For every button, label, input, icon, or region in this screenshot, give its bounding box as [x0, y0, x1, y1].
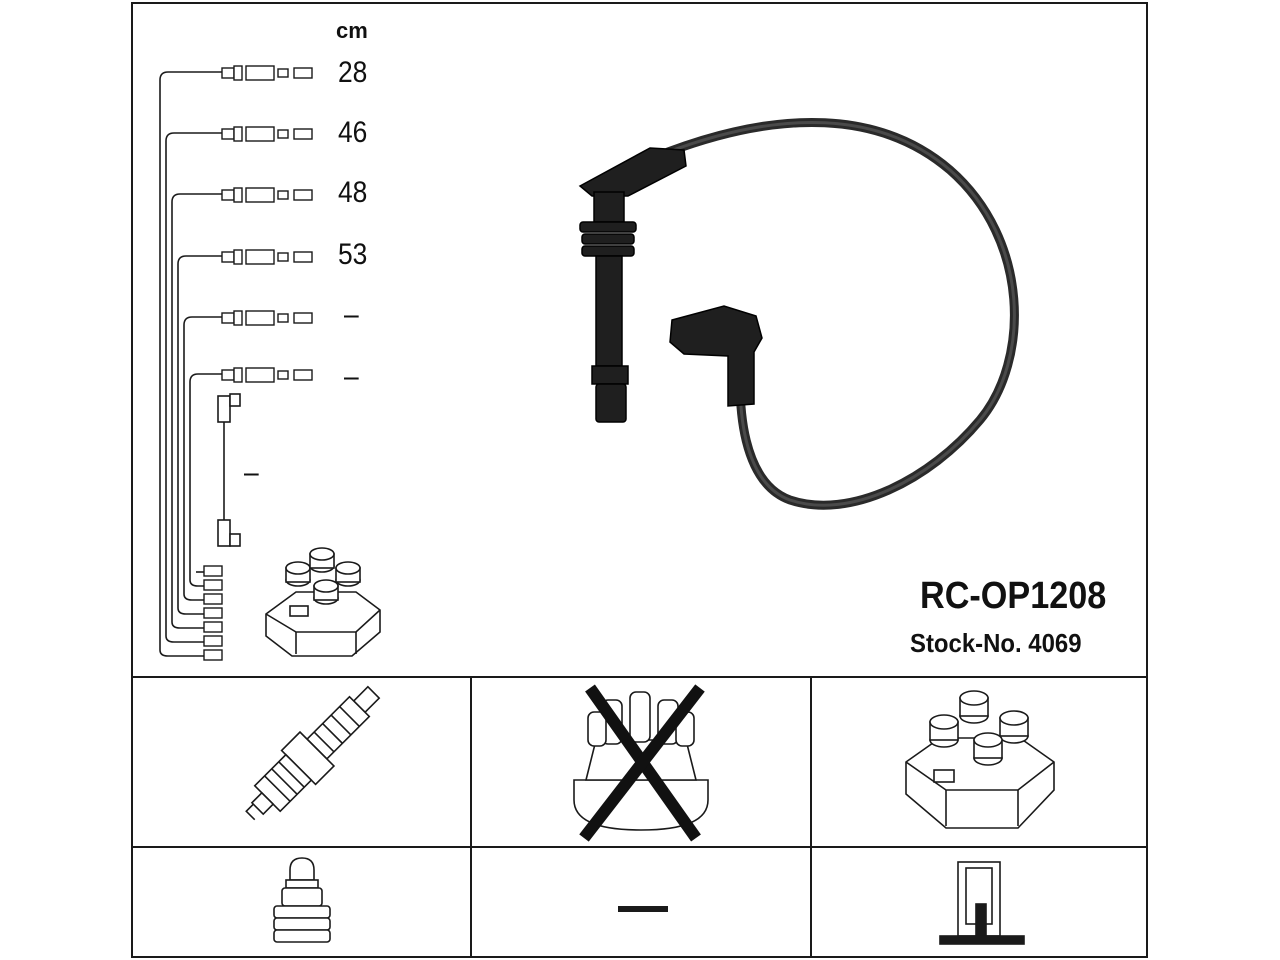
coil-pack-icon: [905, 690, 1055, 829]
divider-main: [131, 676, 1148, 678]
cable-connectors: [221, 65, 313, 383]
coil-terminal-boxes: [203, 565, 223, 661]
connector-row-2: [221, 126, 313, 142]
divider-col-2: [810, 676, 812, 958]
connector-row-3: [221, 187, 313, 203]
cable-length-2: 46: [338, 116, 368, 149]
connector-row-1: [221, 65, 313, 81]
cable-set-schematic: [159, 71, 222, 657]
part-number: RC-OP1208: [920, 575, 1107, 617]
diagram-frame: [131, 2, 1148, 958]
connector-row-6: [221, 367, 313, 383]
coil-jumper-cable: [217, 393, 241, 547]
unit-label: cm: [336, 18, 368, 43]
spark-plug-icon: [245, 685, 381, 821]
coil-boot: [669, 305, 763, 407]
connector-row-4: [221, 249, 313, 265]
coil-cable-length: –: [244, 456, 259, 489]
cable-length-5: –: [344, 298, 359, 331]
coil-pack-small-icon: [265, 547, 381, 657]
ignition-cable-illustration: [578, 117, 1019, 510]
cable-length-4: 53: [338, 238, 368, 271]
cable-length-6: –: [344, 360, 359, 393]
stock-number: Stock-No. 4069: [910, 628, 1082, 658]
divider-col-1: [470, 676, 472, 958]
cable-length-1: 28: [338, 56, 368, 89]
divider-lower: [131, 846, 1148, 848]
spark-plug-boot: [578, 147, 687, 423]
coil-terminal-icon: [939, 861, 1025, 945]
cable-length-3: 48: [338, 176, 368, 209]
value-dash-icon: [618, 906, 668, 912]
not-applicable-cross-icon: [579, 684, 705, 842]
spark-plug-terminal-icon: [273, 857, 331, 943]
connector-row-5: [221, 310, 313, 326]
